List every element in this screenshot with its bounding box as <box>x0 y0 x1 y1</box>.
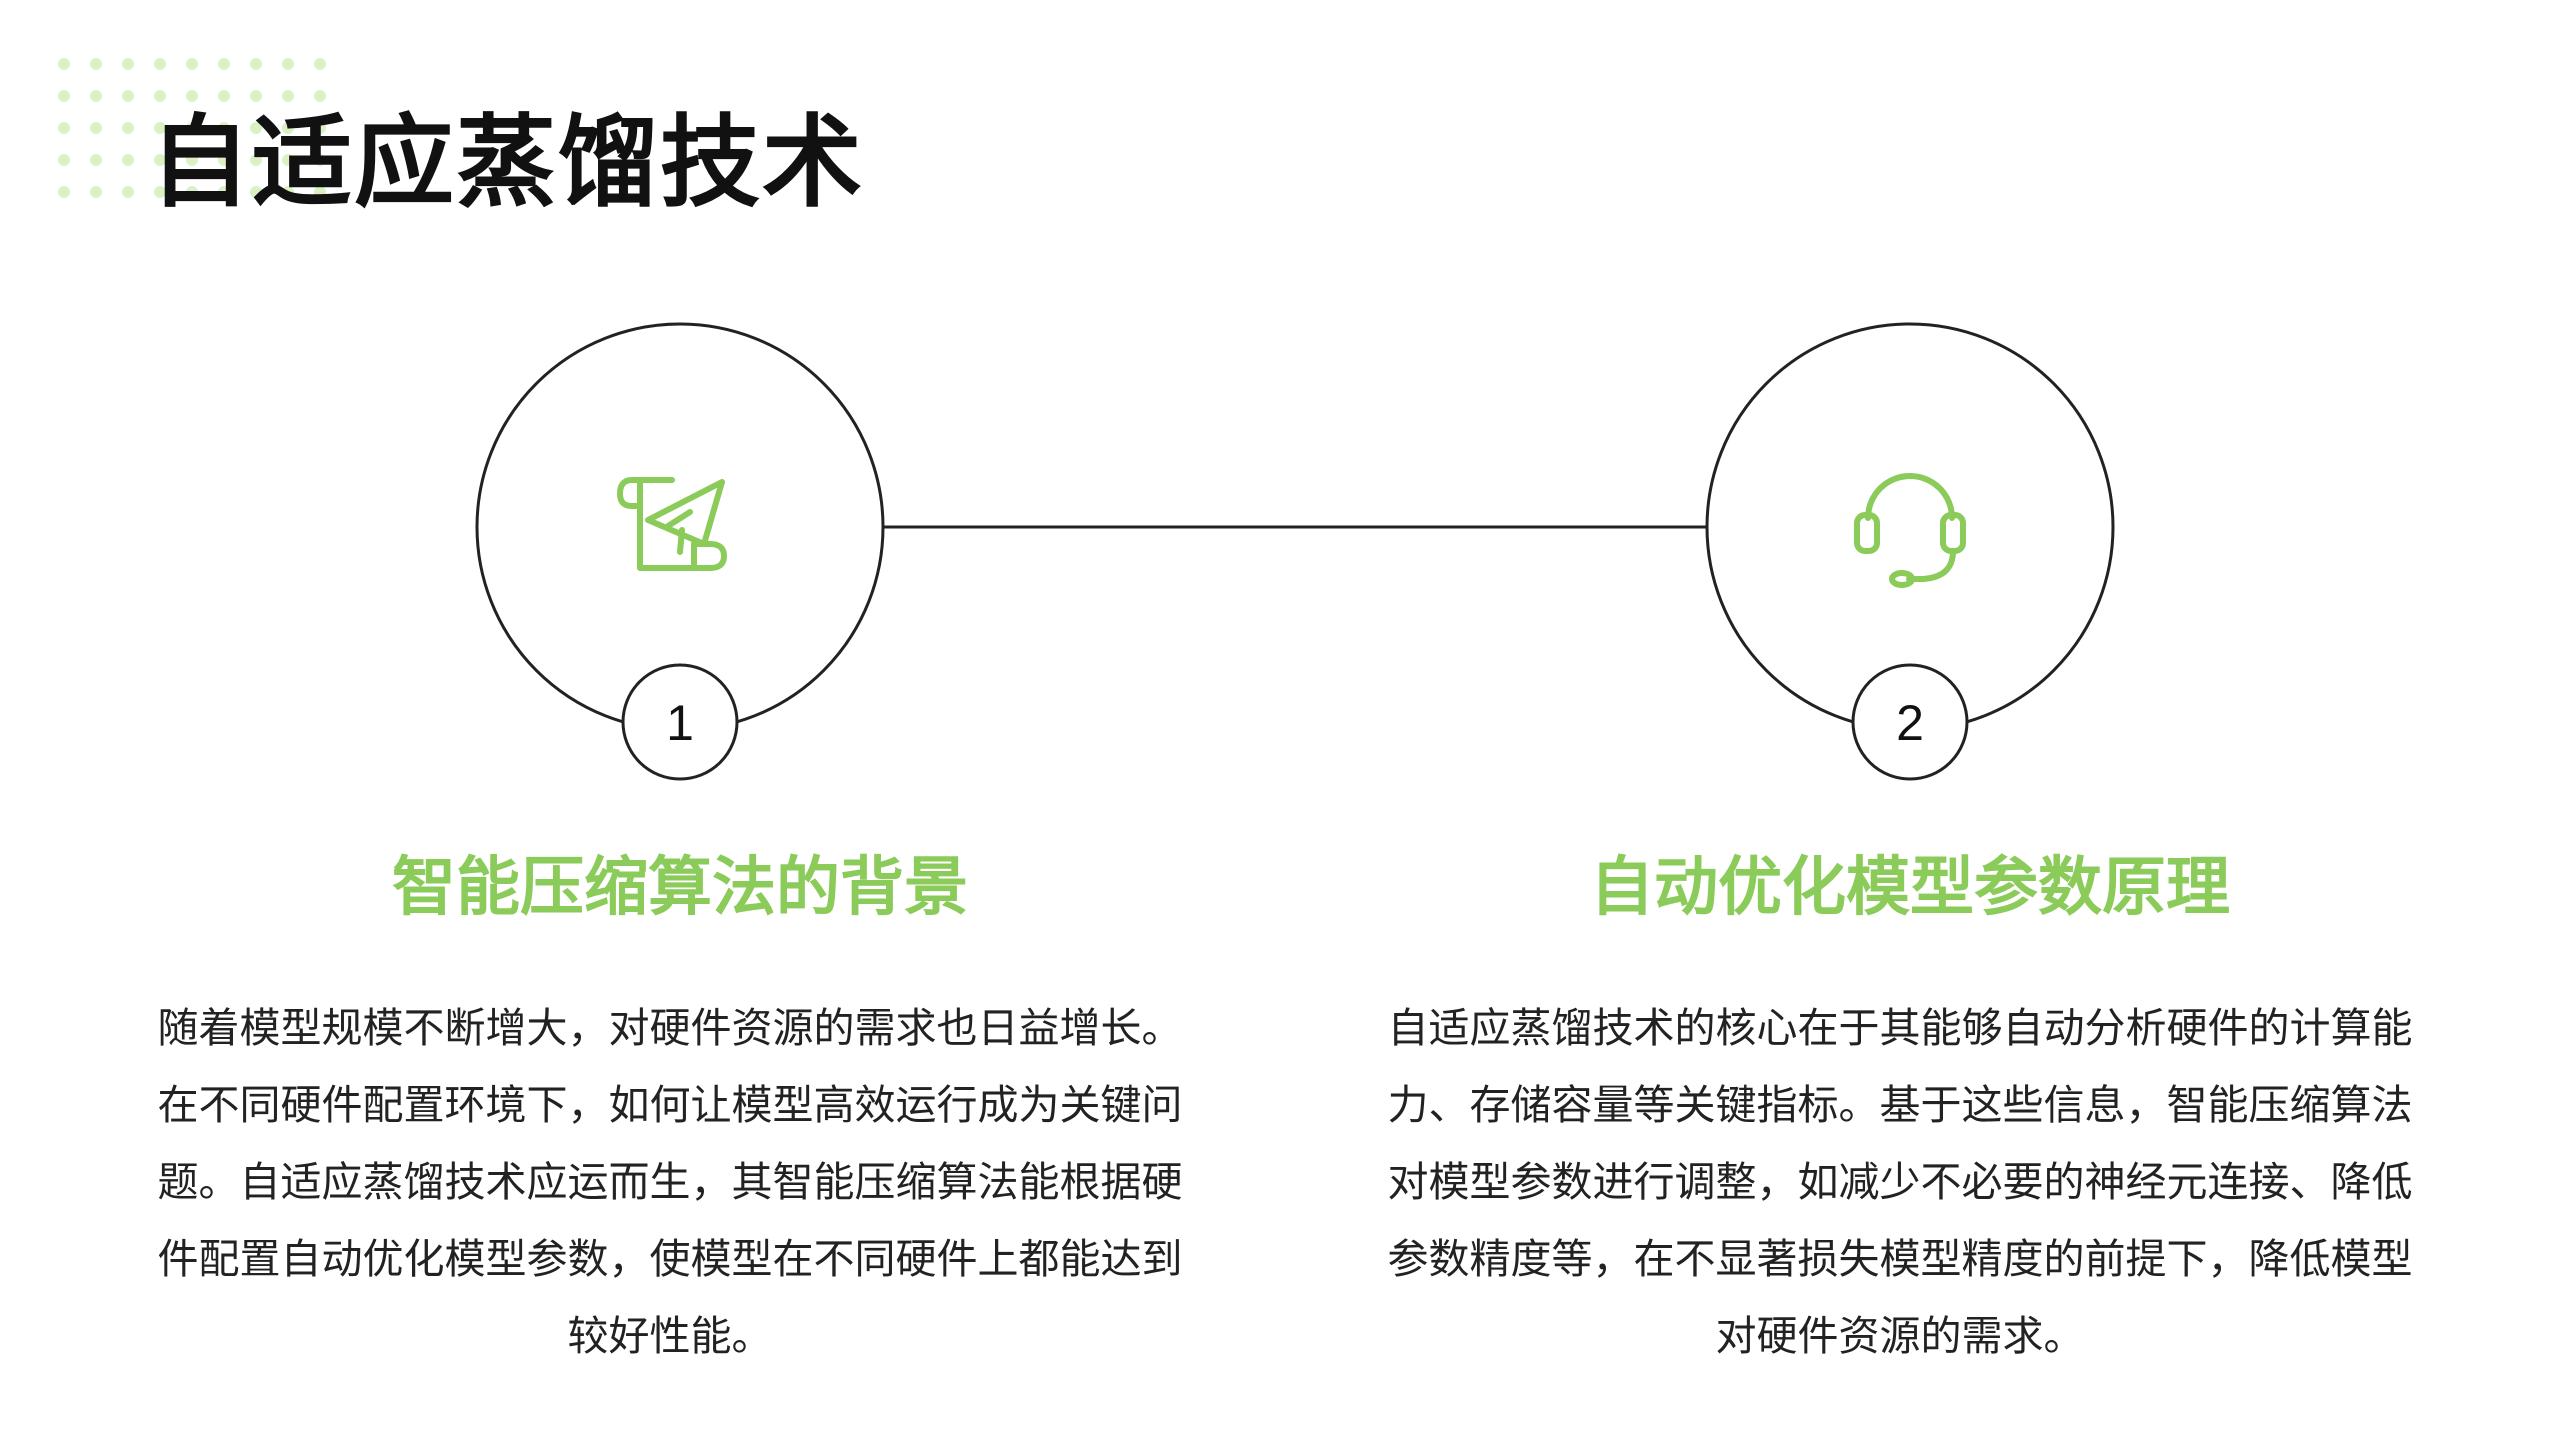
paper-plane-scroll-icon <box>617 477 727 571</box>
step-2-description: 自适应蒸馏技术的核心在于其能够自动分析硬件的计算能力、存储容量等关键指标。基于这… <box>1387 1004 2413 1360</box>
step-1-title: 智能压缩算法的背景 <box>392 851 968 925</box>
step-2-number: 2 <box>1896 695 1924 751</box>
page-title: 自适应蒸馏技术 <box>150 104 864 221</box>
step-1-number: 1 <box>666 695 694 751</box>
step-1-description: 随着模型规模不断增大，对硬件资源的需求也日益增长。在不同硬件配置环境下，如何让模… <box>157 1004 1183 1360</box>
decorative-dot-grid <box>58 58 326 198</box>
step-1-badge: 1 <box>621 663 739 781</box>
headset-icon <box>1854 473 1966 588</box>
step-2-title: 自动优化模型参数原理 <box>1590 851 2230 925</box>
step-2-badge: 2 <box>1851 663 1969 781</box>
